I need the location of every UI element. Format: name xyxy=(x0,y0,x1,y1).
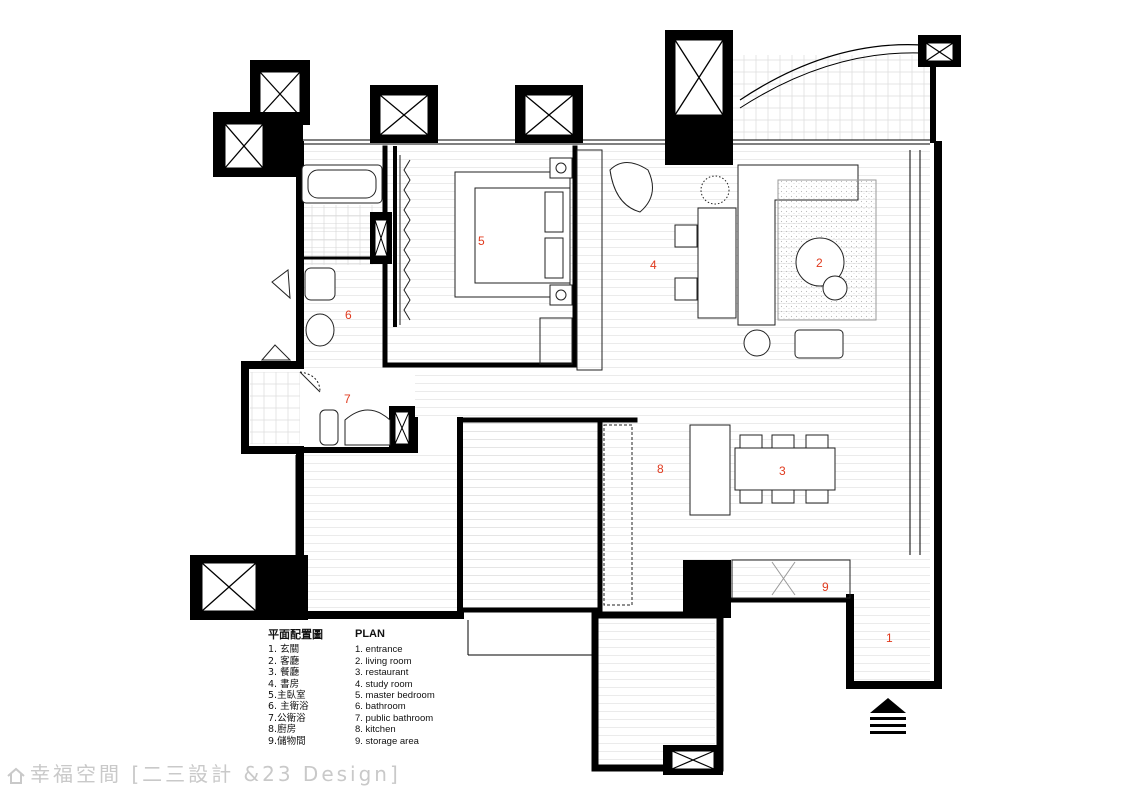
shaft-public-bathroom xyxy=(389,406,415,450)
room-number-8: 8 xyxy=(657,462,664,476)
master-bedroom-furniture xyxy=(399,155,573,365)
legend-item: 2. 客廳 xyxy=(268,655,300,667)
room-number-4: 4 xyxy=(650,258,657,272)
floor-areas xyxy=(250,55,930,770)
legend-item: 3. restaurant xyxy=(355,667,409,679)
column-h xyxy=(683,560,731,618)
legend-item: 9. storage area xyxy=(355,735,419,747)
legend-item: 4. 書房 xyxy=(268,678,300,690)
column-g xyxy=(190,555,308,620)
house-logo-icon xyxy=(7,767,25,784)
legend-item: 7.公衛浴 xyxy=(268,712,306,724)
legend-item: 1. 玄關 xyxy=(268,644,300,656)
toilet xyxy=(304,267,336,301)
room-number-6: 6 xyxy=(345,308,352,322)
legend-title-cn: 平面配置圖 xyxy=(268,628,323,641)
public-toilet xyxy=(319,409,339,446)
legend-item: 2. living room xyxy=(355,655,412,667)
desk xyxy=(697,207,737,319)
room-number-3: 3 xyxy=(779,464,786,478)
entrance-arrow-icon xyxy=(870,698,906,734)
legend-english: PLAN 1. entrance 2. living room 3. resta… xyxy=(355,628,435,747)
wardrobe xyxy=(399,155,411,325)
stool xyxy=(674,224,698,248)
legend-item: 3. 餐廳 xyxy=(268,667,300,679)
dining-table xyxy=(734,447,836,491)
legend-item: 9.儲物間 xyxy=(268,735,306,747)
shaft-bathroom xyxy=(370,212,392,264)
sofa xyxy=(737,164,859,326)
legend-item: 6. 主衛浴 xyxy=(268,701,309,713)
room-number-9: 9 xyxy=(822,580,829,594)
legend-item: 7. public bathroom xyxy=(355,712,434,724)
room-number-7: 7 xyxy=(344,392,351,406)
legend-title-en: PLAN xyxy=(355,628,385,640)
public-sink xyxy=(344,409,391,446)
room-number-5: 5 xyxy=(478,234,485,248)
living-furniture xyxy=(576,149,877,606)
legend-item: 4. study room xyxy=(355,678,413,690)
room-number-1: 1 xyxy=(886,631,893,645)
legend-item: 8.廚房 xyxy=(268,724,297,736)
legend-item: 8. kitchen xyxy=(355,724,396,736)
column-b xyxy=(213,112,303,177)
watermark: 幸福空間 [二三設計 &23 Design] xyxy=(6,758,401,787)
armchair xyxy=(609,162,653,213)
room-number-2: 2 xyxy=(816,256,823,270)
legend-item: 1. entrance xyxy=(355,644,403,656)
column-i xyxy=(663,745,723,775)
bathroom-fixtures xyxy=(260,164,391,446)
legend-chinese: 平面配置圖 1. 玄關 2. 客廳 3. 餐廳 4. 書房 5.主臥室 6. 主… xyxy=(268,629,323,747)
watermark-text: 幸福空間 [二三設計 &23 Design] xyxy=(30,762,401,786)
column-f xyxy=(918,35,961,67)
plant xyxy=(700,175,730,205)
legend-item: 5. master bedroom xyxy=(355,690,435,702)
column-d xyxy=(515,85,583,143)
coffee-table xyxy=(795,237,845,287)
legend-item: 5.主臥室 xyxy=(268,690,306,702)
legend-item: 6. bathroom xyxy=(355,701,406,713)
column-c xyxy=(370,85,438,143)
sink xyxy=(305,313,335,347)
windows xyxy=(295,44,930,656)
columns xyxy=(190,30,961,775)
kitchen-counter xyxy=(603,424,633,606)
island xyxy=(689,424,731,516)
column-e xyxy=(665,30,733,165)
